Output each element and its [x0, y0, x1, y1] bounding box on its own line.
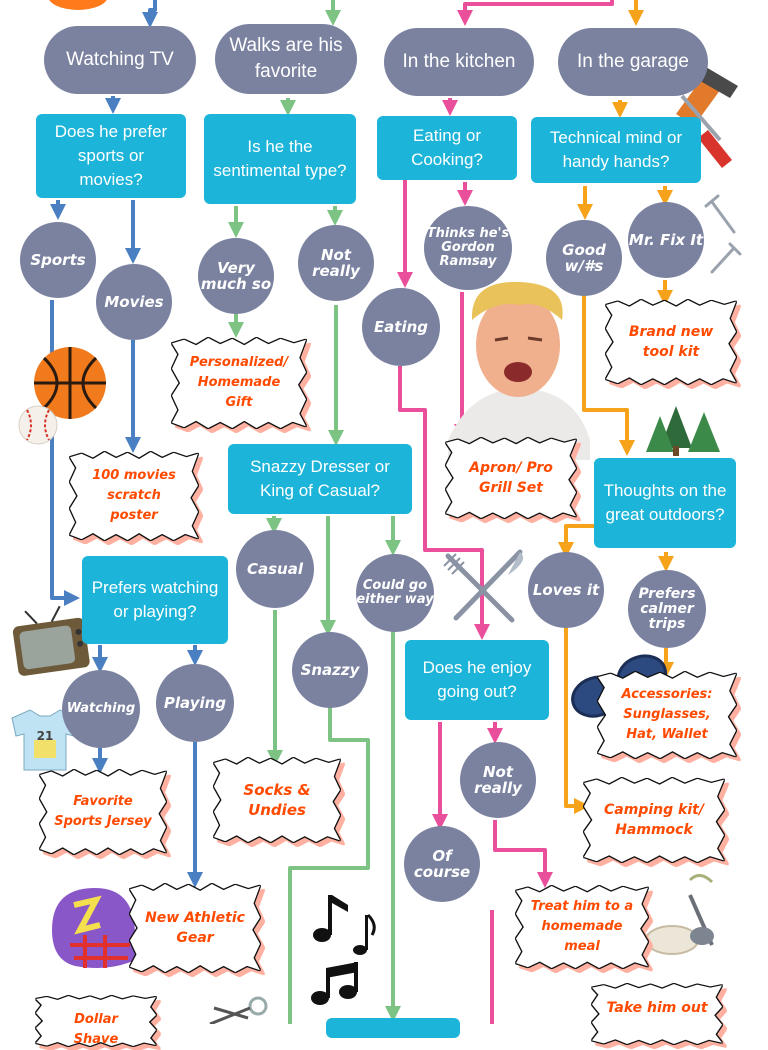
music-notes-icon: [311, 895, 376, 1005]
answer-good-numbers[interactable]: Good w/#s: [546, 220, 622, 296]
answer-snazzy[interactable]: Snazzy: [292, 632, 368, 708]
gift-socks-label: Socks & Undies: [214, 758, 340, 842]
answer-casual[interactable]: Casual: [236, 530, 314, 608]
gift-athletic-gear[interactable]: New Athletic Gear: [130, 884, 260, 972]
gift-accessories-label: Accessories: Sunglasses, Hat, Wallet: [598, 672, 736, 758]
gift-camping-label: Camping kit/ Hammock: [584, 778, 724, 862]
gift-tool-kit-label: Brand new tool kit: [606, 300, 736, 384]
chef-portrait-icon: [448, 281, 590, 460]
svg-text:21: 21: [37, 729, 54, 743]
pill-watching-tv[interactable]: Watching TV: [44, 26, 196, 94]
answer-very-much[interactable]: Very much so: [198, 238, 274, 314]
gift-take-out[interactable]: Take him out: [592, 984, 722, 1044]
answer-loves-it[interactable]: Loves it: [528, 552, 604, 628]
basketball-icon: [34, 347, 106, 419]
gift-jersey[interactable]: Favorite Sports Jersey: [40, 770, 166, 854]
answer-not-really-sentimental[interactable]: Not really: [298, 225, 374, 301]
answer-playing[interactable]: Playing: [156, 664, 234, 742]
gift-accessories[interactable]: Accessories: Sunglasses, Hat, Wallet: [598, 672, 736, 758]
baseball-icon: [18, 405, 58, 445]
pine-trees-icon: [646, 406, 720, 456]
answer-watching[interactable]: Watching: [62, 670, 140, 748]
gift-dollar-shave-label: Dollar Shave: [36, 996, 156, 1046]
question-snazzy-casual[interactable]: Snazzy Dresser or King of Casual?: [228, 444, 412, 514]
gift-personalized[interactable]: Personalized/ Homemade Gift: [172, 338, 306, 428]
gift-apron-label: Apron/ Pro Grill Set: [446, 438, 576, 518]
fork-knife-icon: [443, 549, 524, 623]
gift-movies-poster-label: 100 movies scratch poster: [70, 452, 198, 540]
question-going-out[interactable]: Does he enjoy going out?: [405, 640, 549, 720]
question-technical[interactable]: Technical mind or handy hands?: [531, 117, 701, 183]
scissors-icon: [209, 996, 268, 1024]
gift-dollar-shave[interactable]: Dollar Shave: [36, 996, 156, 1046]
gift-socks[interactable]: Socks & Undies: [214, 758, 340, 842]
orange-blob-icon: [49, 0, 107, 10]
answer-of-course[interactable]: Of course: [404, 826, 480, 902]
answer-not-really-going-out[interactable]: Not really: [460, 742, 536, 818]
gift-personalized-label: Personalized/ Homemade Gift: [172, 338, 306, 428]
question-watching-playing[interactable]: Prefers watching or playing?: [82, 556, 228, 644]
gift-homemade-meal[interactable]: Treat him to a homemade meal: [516, 886, 648, 968]
pill-garage[interactable]: In the garage: [558, 28, 708, 96]
pill-walks[interactable]: Walks are his favorite: [215, 24, 357, 94]
answer-eating[interactable]: Eating: [362, 288, 440, 366]
gift-movies-poster[interactable]: 100 movies scratch poster: [70, 452, 198, 540]
answer-sports[interactable]: Sports: [20, 222, 96, 298]
pill-kitchen[interactable]: In the kitchen: [384, 28, 534, 96]
gift-take-out-label: Take him out: [592, 984, 722, 1044]
gift-apron[interactable]: Apron/ Pro Grill Set: [446, 438, 576, 518]
television-icon: [12, 605, 90, 676]
gift-jersey-label: Favorite Sports Jersey: [40, 770, 166, 854]
answer-calmer-trips[interactable]: Prefers calmer trips: [628, 570, 706, 648]
gift-athletic-gear-label: New Athletic Gear: [130, 884, 260, 972]
football-helmet-icon: [52, 888, 135, 968]
gift-tool-kit[interactable]: Brand new tool kit: [606, 300, 736, 384]
question-eating-cooking[interactable]: Eating or Cooking?: [377, 116, 517, 180]
gift-camping[interactable]: Camping kit/ Hammock: [584, 778, 724, 862]
gift-homemade-meal-label: Treat him to a homemade meal: [516, 886, 648, 968]
answer-either-way[interactable]: Could go either way: [356, 554, 434, 632]
question-sports-movies[interactable]: Does he prefer sports or movies?: [36, 114, 186, 198]
nails-icon: [704, 194, 742, 274]
question-bottom-partial[interactable]: [326, 1018, 460, 1038]
jersey-icon: 21: [11, 709, 79, 771]
answer-fix-it[interactable]: Mr. Fix It: [628, 202, 704, 278]
question-outdoors[interactable]: Thoughts on the great outdoors?: [594, 458, 736, 548]
answer-gordon[interactable]: Thinks he's Gordon Ramsay: [424, 206, 512, 290]
answer-movies[interactable]: Movies: [96, 264, 172, 340]
question-sentimental[interactable]: Is he the sentimental type?: [204, 114, 356, 204]
cooking-pot-icon: [645, 874, 714, 955]
